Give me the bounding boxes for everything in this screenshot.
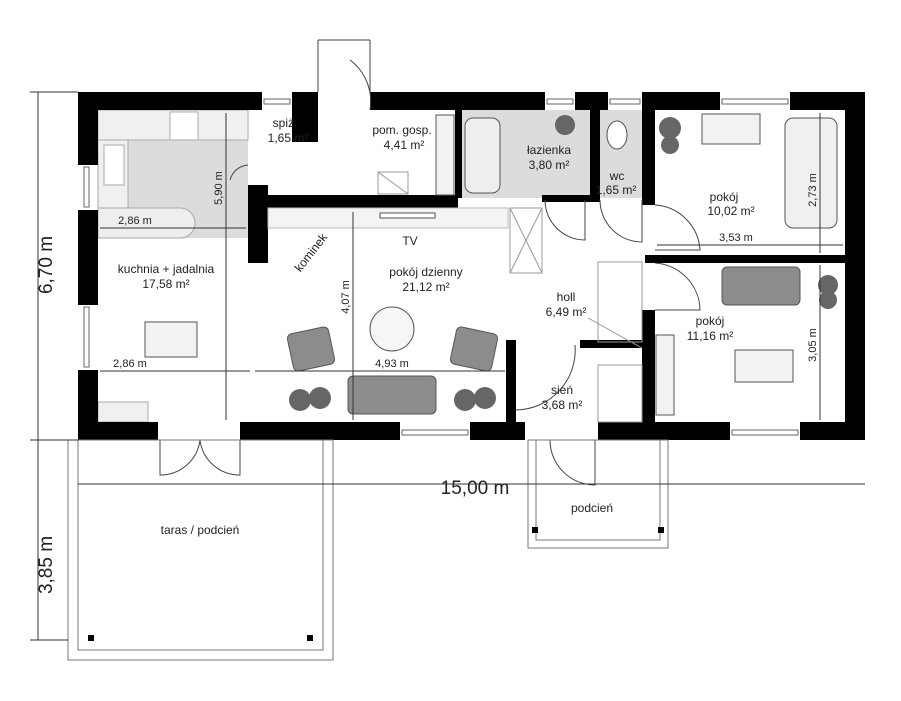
dimension-label: 2,86 m [113, 358, 147, 370]
dimension-label: 2,73 m [807, 173, 819, 207]
room-labels: spiż. 1,65 m² pom. gosp. 4,41 m² łazienk… [118, 116, 755, 537]
room-name: pokój dzienny [389, 265, 462, 279]
room-area: 11,16 m² [687, 329, 733, 343]
room-name: pom. gosp. [372, 123, 431, 137]
furniture [144, 113, 838, 416]
doors [159, 39, 701, 486]
terrace-depth-label: 3,85 m [36, 536, 57, 594]
dimension-label: 3,05 m [807, 328, 819, 362]
room-area: 3,68 m² [542, 398, 583, 412]
stairs [377, 171, 643, 423]
room-area: 3,80 m² [529, 158, 570, 172]
dimension-label: 3,53 m [719, 232, 753, 244]
room-area: 1,65 m² [268, 131, 309, 145]
columns [88, 527, 664, 641]
room-area: 6,49 m² [546, 305, 587, 319]
tv-label: TV [402, 234, 417, 248]
room-name: spiż. [273, 116, 298, 130]
kitchen-counters [97, 109, 249, 423]
room-area: 4,41 m² [384, 138, 425, 152]
room-name: holl [557, 290, 576, 304]
plants [289, 115, 838, 411]
overall-width-label: 15,00 m [441, 478, 510, 499]
room-name: łazienka [527, 143, 571, 157]
room-name: pokój [696, 314, 725, 328]
room-name: pokój [710, 190, 739, 204]
room-name: podcień [571, 501, 613, 515]
room-area: 17,58 m² [142, 277, 189, 291]
walls [78, 92, 865, 440]
dimension-lines [30, 91, 865, 641]
overall-depth-label: 6,70 m [36, 236, 57, 294]
fireplace-label: kominek [292, 230, 331, 275]
room-area: 10,02 m² [707, 204, 754, 218]
room-name: sień [551, 383, 573, 397]
room-name: taras / podcień [161, 523, 240, 537]
dimension-label: 5,90 m [213, 171, 225, 205]
room-name: wc [609, 169, 625, 183]
dimension-labels: 2,86 m 2,86 m 5,90 m 4,07 m 4,93 m 3,53 … [36, 171, 819, 594]
room-name: kuchnia + jadalnia [118, 262, 215, 276]
windows [83, 98, 799, 436]
dimension-label: 2,86 m [118, 215, 152, 227]
terrace-outline [67, 439, 669, 661]
room-area: 21,12 m² [402, 280, 449, 294]
room-area: 1,65 m² [596, 183, 637, 197]
dimension-label: 4,93 m [375, 358, 409, 370]
dimension-label: 4,07 m [340, 280, 352, 314]
